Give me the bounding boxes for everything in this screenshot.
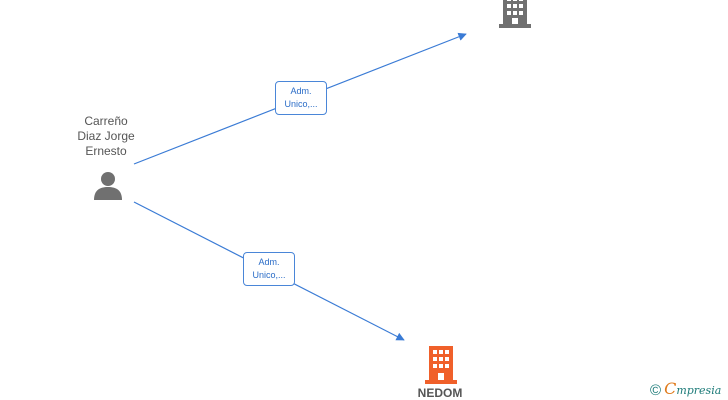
edge-label-line: Adm. (258, 257, 280, 267)
person-name: Carreño Diaz Jorge Ernesto (58, 114, 154, 159)
edge-label-line: Unico,... (284, 99, 318, 109)
copyright-icon: © (650, 382, 662, 399)
edge-label[interactable]: Adm. Unico,... (275, 81, 327, 115)
person-name-line: Ernesto (85, 144, 127, 158)
person-name-line: Diaz Jorge (77, 129, 135, 143)
person-name-line: Carreño (84, 114, 128, 128)
brand-logo: ©Cmpresia (650, 379, 721, 399)
edge-label-line: Adm. (290, 86, 312, 96)
brand-name: mpresia (676, 384, 722, 397)
edge-label[interactable]: Adm. Unico,... (243, 252, 295, 286)
building-icon[interactable] (424, 346, 458, 384)
brand-initial: C (664, 379, 677, 398)
company-name[interactable]: NEDOM (417, 386, 463, 400)
building-icon[interactable] (497, 0, 533, 28)
person-icon[interactable] (92, 170, 124, 202)
edge-label-line: Unico,... (252, 270, 286, 280)
